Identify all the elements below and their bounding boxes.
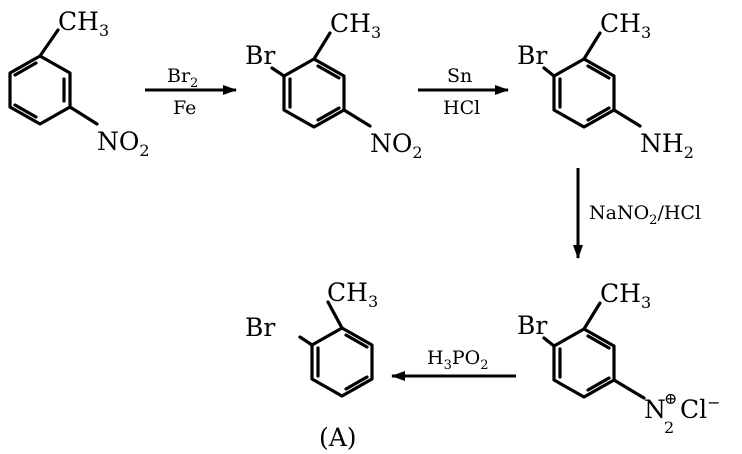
amino-group: NH2 — [640, 129, 694, 162]
bromo-bond — [542, 66, 556, 78]
methyl-group: CH3 — [600, 9, 651, 42]
reagent-nitrous-acid: NaNO2/HCl — [589, 202, 701, 228]
methyl-group: CH3 — [330, 9, 381, 42]
nitro-bond — [342, 108, 372, 128]
reagent-hypophosphorous-acid: H3PO2 — [427, 347, 489, 373]
nitro-group: NO2 — [97, 127, 150, 160]
compound-bromo-toluidine: CH3 Br NH2 — [517, 9, 694, 162]
bromo-group: Br — [245, 41, 275, 70]
methyl-bond — [326, 300, 344, 330]
reaction-arrow-3: NaNO2/HCl — [573, 168, 701, 259]
compound-diazonium-salt: CH3 Br N ⊕ 2 Cl− — [517, 279, 721, 437]
amino-bond — [612, 108, 642, 128]
compound-m-nitrotoluene: CH3 NO2 — [8, 7, 150, 160]
bromo-group: Br — [517, 311, 547, 340]
bromo-group: Br — [517, 41, 547, 70]
benzene-ring — [282, 57, 346, 129]
compound-bromo-nitrotoluene: CH3 Br NO2 — [245, 9, 423, 162]
positive-charge-icon: ⊕ — [664, 389, 677, 408]
bromo-group: Br — [245, 313, 275, 342]
bromo-bond — [270, 66, 286, 78]
nitro-bond — [68, 105, 99, 126]
methyl-bond — [582, 31, 602, 61]
bromo-bond — [298, 335, 314, 347]
methyl-bond — [582, 301, 602, 331]
reagent-hcl: HCl — [443, 97, 480, 119]
bromo-bond — [542, 336, 556, 348]
methyl-group: CH3 — [327, 278, 378, 311]
methyl-bond — [38, 28, 60, 58]
reagent-tin: Sn — [447, 65, 472, 87]
diazonium-group: N — [644, 395, 666, 424]
benzene-ring — [552, 57, 616, 129]
reaction-arrow-4: H3PO2 — [391, 347, 516, 381]
chloride-ion: Cl− — [680, 393, 721, 424]
benzene-ring — [310, 326, 374, 398]
methyl-group: CH3 — [600, 279, 651, 312]
reagent-bromine: Br2 — [167, 65, 198, 91]
reaction-arrow-2: Sn HCl — [418, 65, 509, 119]
diazonium-subscript: 2 — [664, 418, 674, 437]
methyl-bond — [312, 31, 332, 61]
methyl-group: CH3 — [58, 7, 109, 40]
diazo-bond — [612, 378, 646, 400]
compound-product-a: CH3 Br (A) — [245, 278, 378, 452]
reagent-iron: Fe — [173, 97, 196, 119]
benzene-ring — [552, 327, 616, 399]
nitro-group: NO2 — [370, 129, 423, 162]
reaction-arrow-1: Br2 Fe — [145, 65, 237, 119]
product-label: (A) — [319, 423, 357, 452]
benzene-ring — [8, 54, 72, 126]
